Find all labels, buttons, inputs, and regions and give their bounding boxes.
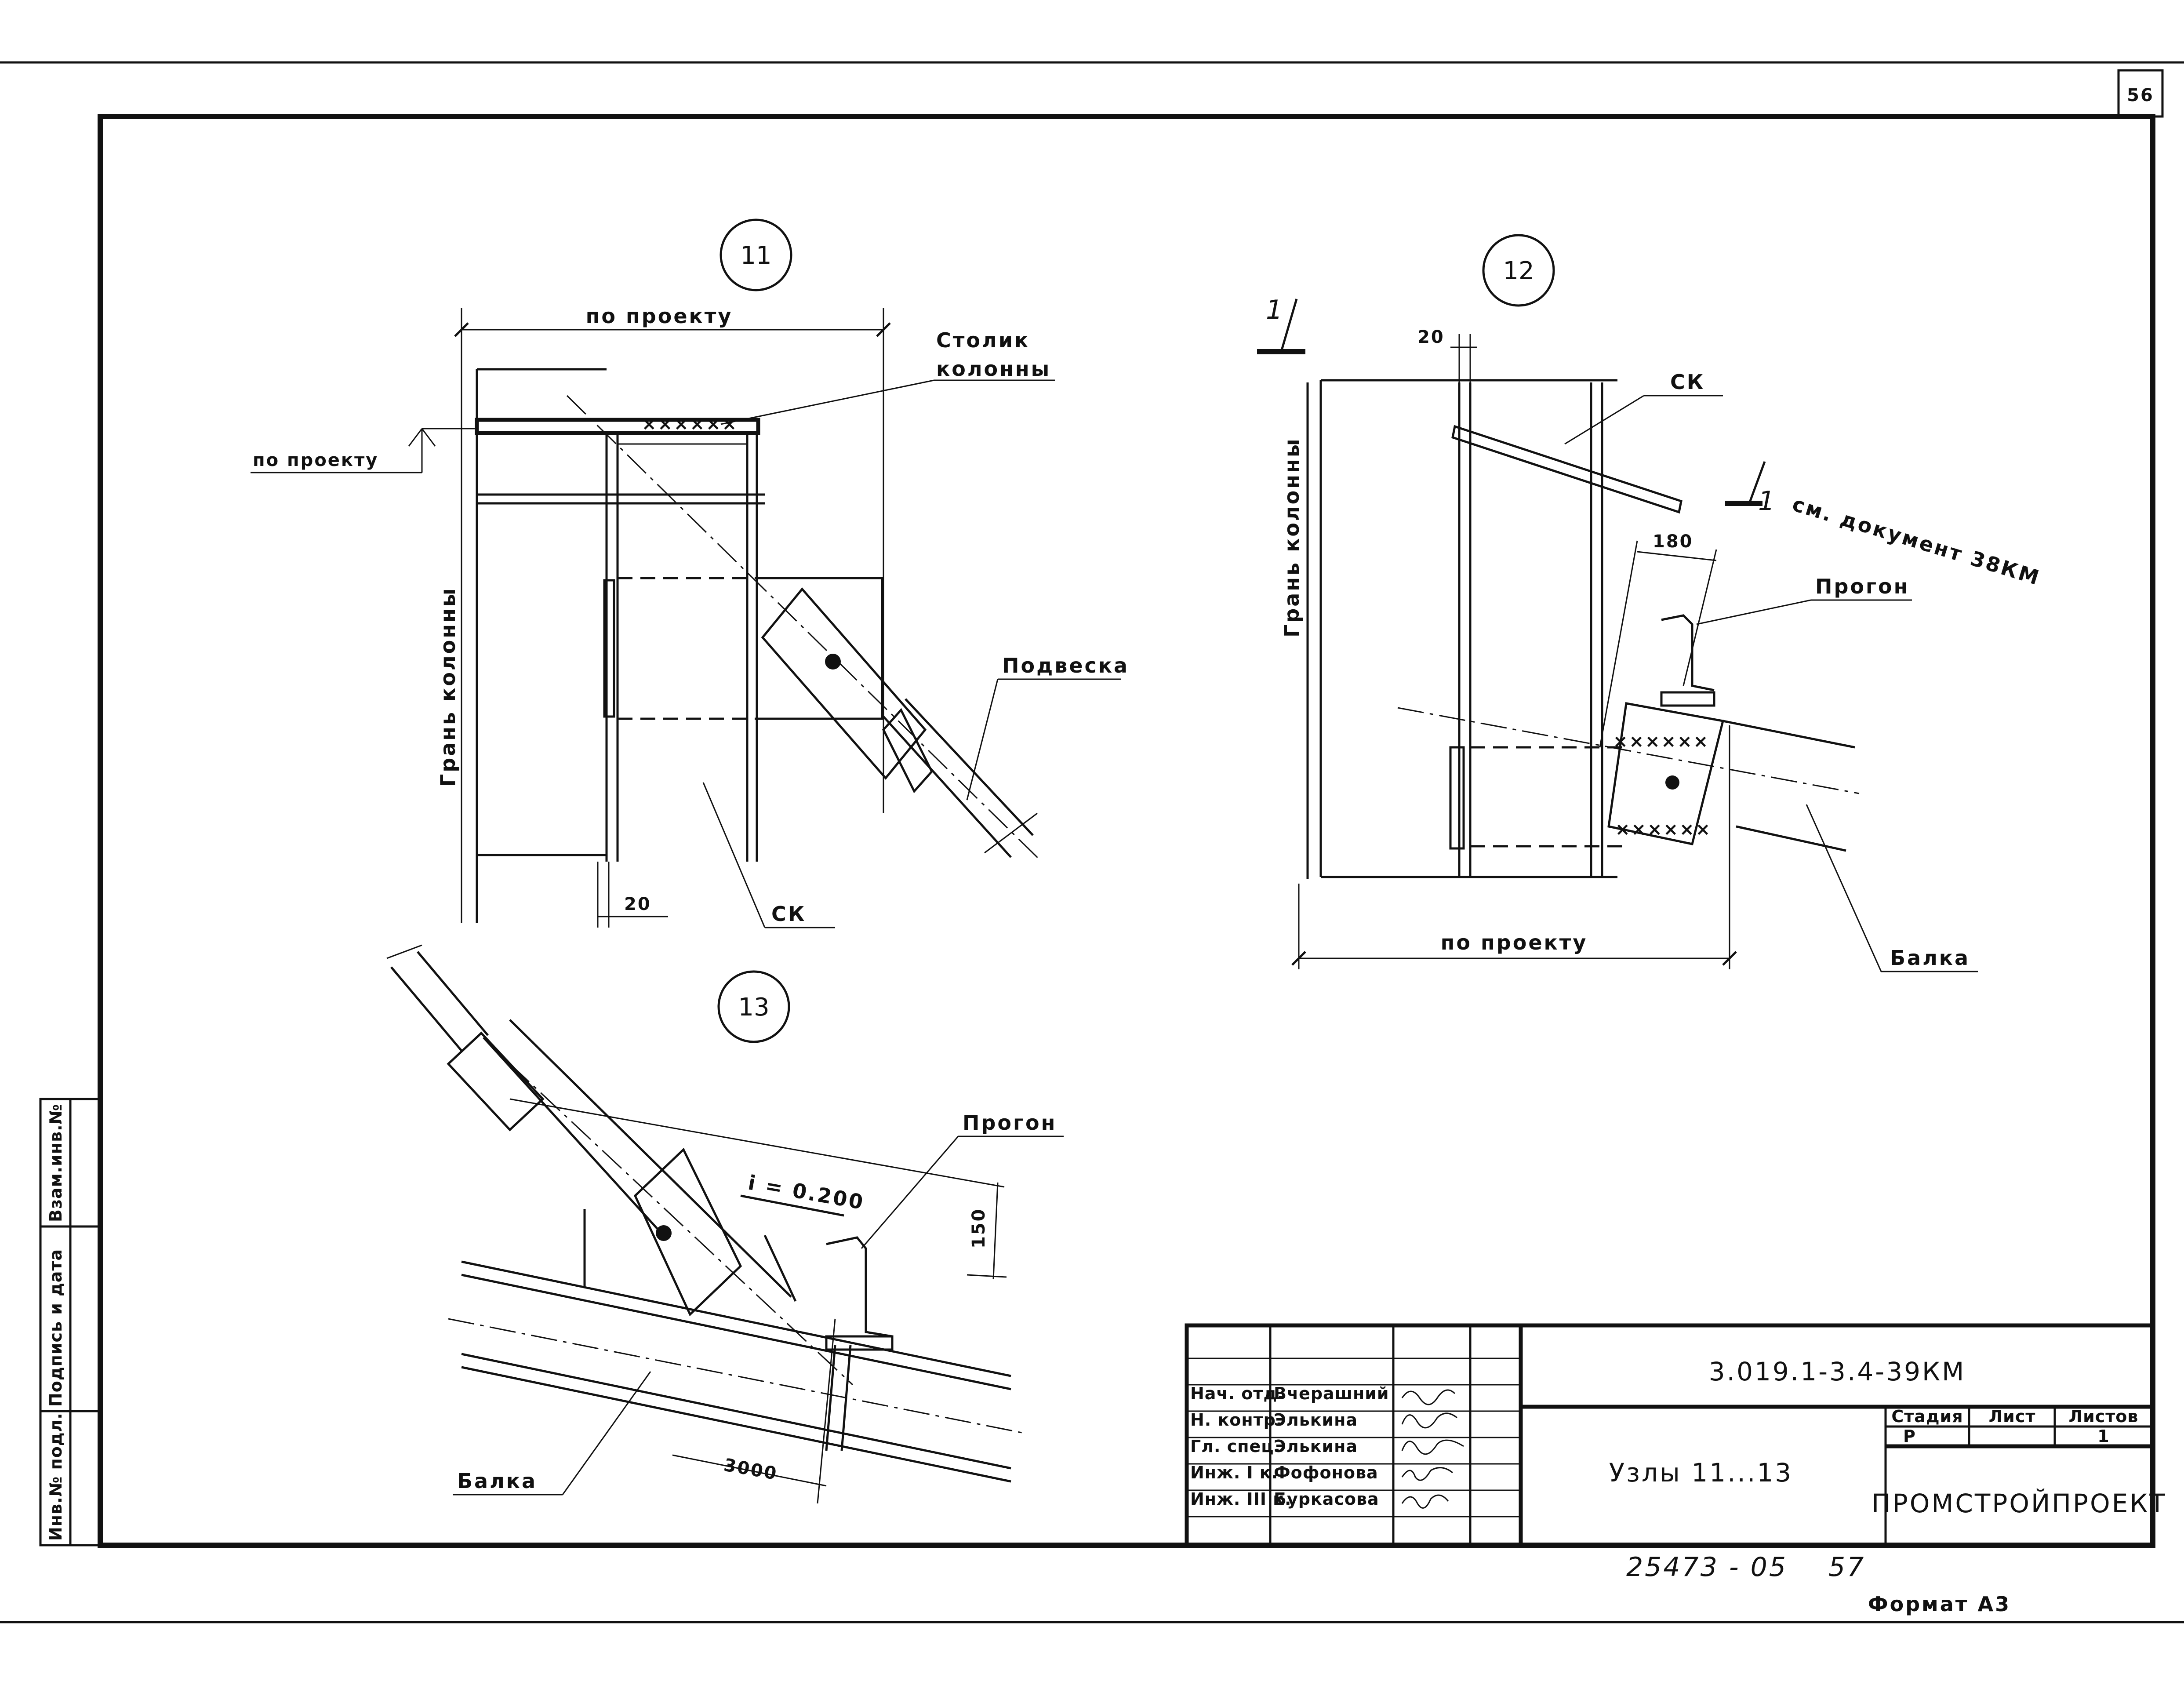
node-12-dim-20: 20 <box>1417 327 1445 347</box>
archive-number: 25473 - 05 <box>1626 1552 1788 1583</box>
side-stamp: Инв.№ подл. Подпись и дата Взам.инв.№ <box>39 1098 102 1547</box>
node-11-dim-top: по проекту <box>586 304 733 328</box>
signature-role-1: Нач. отд. <box>1190 1384 1284 1403</box>
title-block-title: Узлы 11...13 <box>1609 1458 1793 1488</box>
node-11-dim-left: по проекту <box>253 450 378 470</box>
signature-role-3: Гл. спец. <box>1190 1437 1281 1456</box>
title-block-designation: 3.019.1-3.4-39КМ <box>1709 1357 1966 1387</box>
node-12-label-ck: СК <box>1670 370 1705 394</box>
signature-name-2: Элькина <box>1274 1410 1358 1430</box>
node-12-detail: 12 1 Грань колонны 20 СК 1 см. документ … <box>1257 234 2043 972</box>
side-stamp-signature-date: Подпись и дата <box>46 1249 65 1407</box>
node-11-label-column-face: Грань колонны <box>436 587 460 787</box>
node-12-number: 12 <box>1503 257 1534 285</box>
node-12-label-purlin: Прогон <box>1815 575 1909 598</box>
sheet-frame: 56 <box>0 61 2184 1623</box>
signature-role-4: Инж. I к. <box>1190 1463 1278 1482</box>
signature-role-2: Н. контр. <box>1190 1410 1283 1430</box>
node-13-dim-150: 150 <box>969 1208 989 1249</box>
node-11-dim-20: 20 <box>624 894 651 914</box>
svg-text:××××××: ×××××× <box>1615 819 1712 840</box>
format-label: Формат А3 <box>1868 1592 2011 1616</box>
node-13-number: 13 <box>738 993 769 1022</box>
side-stamp-replacement-inv: Взам.инв.№ <box>46 1104 65 1222</box>
node-11-circle <box>720 218 792 291</box>
node-11-detail: 11 по проекту по проекту ×××××× <box>251 218 1129 928</box>
signature-role-5: Инж. III к. <box>1190 1489 1291 1509</box>
archive-sheet: 57 <box>1828 1552 1865 1583</box>
title-block-organization: ПРОМСТРОЙПРОЕКТ <box>1871 1488 2167 1518</box>
title-block: Нач. отд. Вчерашний Н. контр. Элькина Гл… <box>1185 1323 2167 1547</box>
title-block-stage-value: Р <box>1903 1427 1916 1446</box>
handwritten-signatures <box>1401 1389 1464 1509</box>
signature-name-5: Буркасова <box>1274 1489 1379 1509</box>
node-11-label-ck: СК <box>771 902 806 926</box>
node-13-dim-3000: 3000 <box>722 1455 779 1485</box>
node-12-dim-bottom: по проекту <box>1441 931 1588 954</box>
title-block-sheets-header: Листов <box>2069 1407 2139 1426</box>
title-block-stage-header: Стадия <box>1891 1407 1963 1426</box>
signature-name-1: Вчерашний <box>1274 1384 1389 1403</box>
node-12-section-mark-top: 1 <box>1266 295 1284 325</box>
svg-text:××××××: ×××××× <box>1613 732 1709 752</box>
node-12-circle <box>1482 234 1555 307</box>
node-11-number: 11 <box>740 241 771 270</box>
node-12-dim-180: 180 <box>1653 531 1693 552</box>
node-13-detail: 13 i = 0.200 150 <box>386 944 1064 1504</box>
node-13-circle <box>717 970 790 1043</box>
title-block-sheet-header: Лист <box>1989 1407 2036 1426</box>
side-stamp-inv-original: Инв.№ подл. <box>46 1412 65 1541</box>
node-12-label-column-face: Грань колонны <box>1280 437 1304 637</box>
node-11-label-hanger: Подвеска <box>1002 654 1129 677</box>
title-block-sheets-value: 1 <box>2097 1427 2109 1446</box>
signature-name-4: Фофонова <box>1274 1463 1378 1482</box>
node-11-label-table-1: Столик <box>936 328 1030 352</box>
node-11-label-table-2: колонны <box>936 357 1051 381</box>
sheet-number: 56 <box>2127 85 2154 106</box>
node-13-label-purlin: Прогон <box>963 1111 1057 1135</box>
signature-name-3: Элькина <box>1274 1437 1358 1456</box>
node-13-label-beam: Балка <box>457 1469 537 1493</box>
node-12-label-beam: Балка <box>1890 946 1970 970</box>
node-12-section-mark-right: 1 <box>1758 486 1777 517</box>
